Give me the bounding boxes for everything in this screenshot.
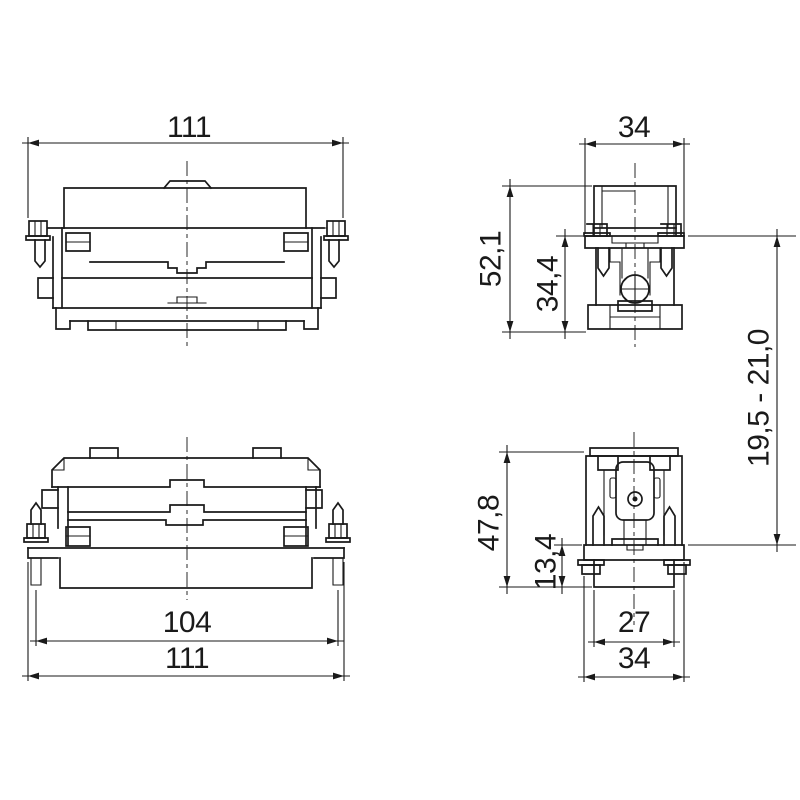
view-side-bottom	[577, 432, 691, 625]
dim-label-side-top-inner-height: 34,4	[532, 256, 565, 312]
dim-label-side-bottom-inner-height: 13,4	[530, 534, 563, 590]
dim-side-bottom-inner-width: 27	[588, 590, 680, 647]
dim-side-top-overall-width: 34	[579, 111, 690, 234]
dim-panel-thickness-range: 19,5 - 21,0	[688, 229, 796, 552]
dim-side-top-below-flange-height: 34,4	[532, 229, 583, 339]
dim-label-side-top-width: 34	[618, 111, 650, 144]
dim-front-bottom-inner-width: 104	[30, 590, 344, 646]
dim-label-panel-thickness-range: 19,5 - 21,0	[743, 329, 776, 467]
dim-label-side-bottom-height: 47,8	[473, 495, 506, 551]
dim-label-side-bottom-inner-width: 27	[618, 606, 650, 639]
dim-label-side-bottom-width: 34	[618, 642, 650, 675]
dim-side-top-overall-height: 52,1	[475, 179, 592, 339]
dim-front-bottom-overall-width: 111	[22, 562, 350, 681]
dim-side-bottom-below-flange-height: 13,4	[530, 534, 582, 594]
dim-side-bottom-overall-height: 47,8	[473, 445, 592, 594]
dim-side-bottom-overall-width: 34	[578, 562, 690, 682]
view-front-top	[25, 161, 349, 349]
dim-label-front-bottom-width: 111	[165, 642, 209, 675]
dim-front-top-overall-width: 111	[22, 111, 349, 218]
dim-label-front-top-width: 111	[167, 111, 211, 144]
dim-label-side-top-height: 52,1	[475, 231, 508, 287]
view-front-bottom	[23, 437, 351, 600]
dim-label-front-bottom-inner-width: 104	[163, 606, 212, 639]
view-side-top	[583, 163, 685, 347]
